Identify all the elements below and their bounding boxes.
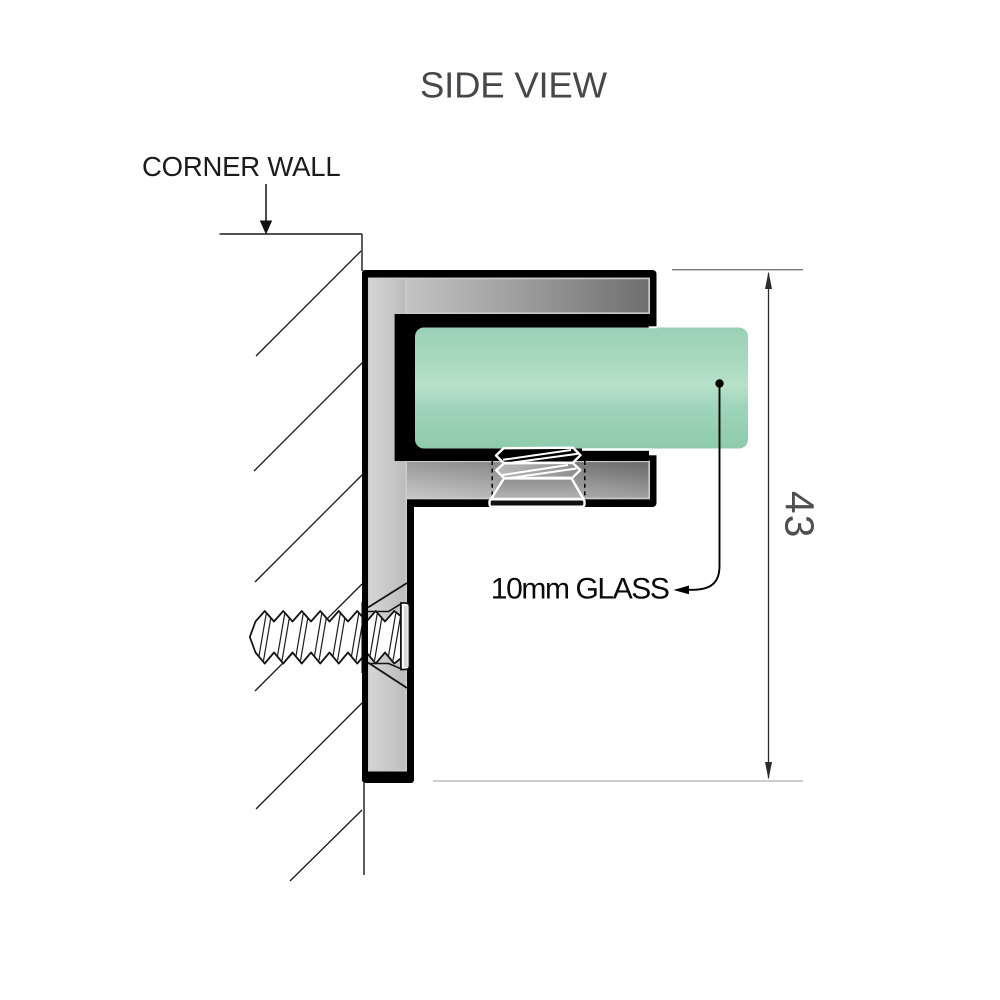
svg-text:43: 43 xyxy=(777,491,823,539)
svg-text:SIDE VIEW: SIDE VIEW xyxy=(420,65,608,106)
svg-text:CORNER WALL: CORNER WALL xyxy=(142,151,340,182)
svg-text:10mm GLASS: 10mm GLASS xyxy=(491,573,669,606)
